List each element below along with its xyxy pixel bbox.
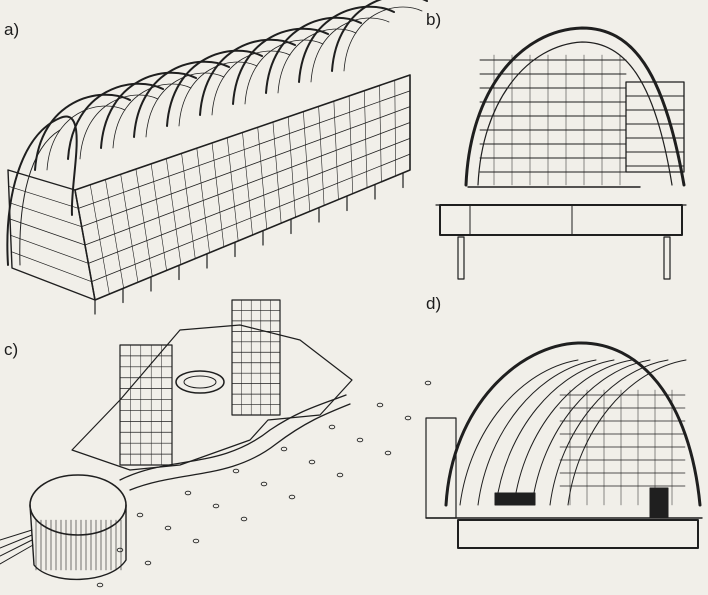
facade-mullion: [257, 126, 268, 230]
facade-mullion: [348, 95, 354, 194]
roof-arch-inner: [211, 50, 291, 116]
bollard: [404, 415, 412, 421]
end-wall-floor-line: [9, 218, 86, 246]
interior-rib: [549, 359, 669, 506]
facade-mullion: [333, 100, 339, 200]
end-wall-floor-line: [10, 251, 93, 283]
tower: [231, 299, 281, 416]
end-wall-floor-line: [8, 202, 83, 228]
bollard: [260, 481, 268, 487]
bollard: [288, 494, 296, 500]
roof-arch-inner: [277, 28, 357, 94]
facade-mullion: [181, 153, 196, 259]
roof-arch-inner: [145, 72, 225, 138]
facade-mullion: [242, 132, 253, 236]
tower: [119, 344, 173, 466]
bollard: [240, 516, 248, 522]
facade-mullion: [211, 142, 225, 248]
roof-arch: [265, 16, 362, 94]
interior-rib: [567, 359, 687, 506]
roof-arch-inner: [79, 94, 159, 160]
roof-arch: [166, 49, 263, 127]
interior-rib: [477, 359, 597, 506]
panel-label-b: b): [426, 10, 442, 29]
roof-arch: [199, 38, 296, 116]
interior-rib: [459, 359, 579, 506]
towers: [119, 299, 281, 466]
facade-mullion: [379, 85, 382, 183]
bollard: [232, 468, 240, 474]
roof-arch-inner: [343, 6, 423, 72]
end-wall-floor-line: [10, 234, 89, 264]
roof-arch-inner: [112, 83, 192, 149]
bollard: [192, 538, 200, 544]
ground-columns: [94, 172, 404, 315]
facade-mullion: [226, 137, 239, 242]
bollard: [356, 437, 364, 443]
interior-rib: [513, 359, 633, 506]
bollard: [308, 459, 316, 465]
facade-mullion: [120, 174, 139, 283]
facade-grid: [8, 79, 411, 295]
roof-arches: [34, 0, 428, 171]
roof-arch-inner: [310, 17, 390, 83]
bollard: [212, 503, 220, 509]
facade-mullion: [196, 147, 210, 254]
facade-mullion: [303, 111, 311, 212]
panel-label-a: a): [4, 20, 20, 39]
facade-mullion: [318, 106, 325, 206]
facade-mullion: [272, 121, 282, 224]
facade-mullion: [364, 90, 368, 189]
interior-ribs: [459, 359, 687, 506]
bollard: [384, 450, 392, 456]
panel-label-c: c): [4, 340, 19, 359]
oval-facade: [35, 519, 122, 571]
bollard: [328, 424, 336, 430]
facade-mullion: [150, 163, 167, 271]
section-floors: [479, 54, 685, 186]
roof-arch-inner: [46, 105, 126, 171]
roof-arch: [100, 71, 197, 149]
roof-arch-inner: [178, 61, 258, 127]
roof-arch: [232, 27, 329, 105]
bollard: [280, 446, 288, 452]
facade-mullion: [135, 168, 153, 277]
roof-arch: [331, 0, 428, 72]
bollard: [116, 547, 124, 553]
end-wall-floor-line: [8, 185, 79, 209]
facade-mullion: [166, 158, 182, 265]
facade-mullion: [287, 116, 296, 218]
roof-arch-inner: [244, 39, 324, 105]
bollard: [424, 380, 432, 386]
bollard: [136, 512, 144, 518]
facade-mullion: [394, 79, 396, 177]
facade-mullion: [89, 184, 110, 295]
bollard: [376, 402, 384, 408]
roof-arch: [298, 5, 395, 83]
bollard: [164, 525, 172, 531]
bollard: [96, 582, 104, 588]
roof-arch: [34, 93, 131, 171]
bollard: [144, 560, 152, 566]
bollards: [96, 380, 432, 588]
facade-mullion: [105, 179, 124, 289]
bollard: [184, 490, 192, 496]
interior-rib: [495, 359, 615, 506]
panel-label-d: d): [426, 294, 442, 313]
bollard: [336, 472, 344, 478]
interior-rib: [531, 359, 651, 506]
roof-arch: [67, 82, 164, 160]
roof-arch: [133, 60, 230, 138]
